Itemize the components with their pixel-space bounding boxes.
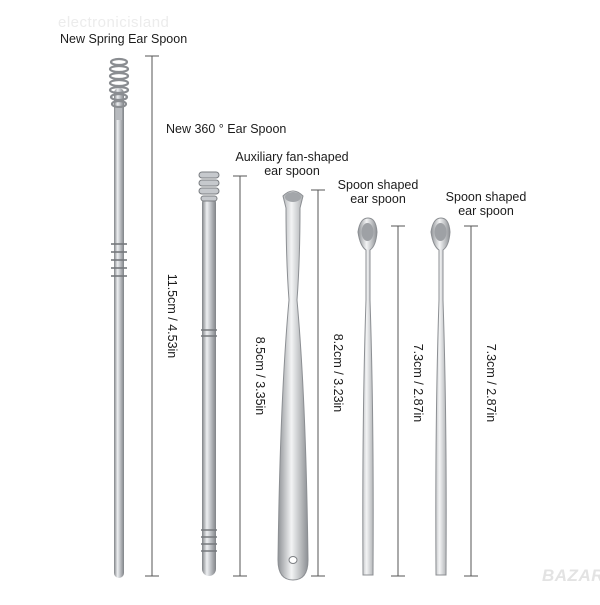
spoon-ear-spoon-tool-2 bbox=[430, 217, 451, 576]
bazar-logo: BAZAR bbox=[542, 566, 600, 585]
label-fan-shaped-line2: ear spoon bbox=[264, 164, 320, 178]
label-spring-ear-spoon: New Spring Ear Spoon bbox=[60, 32, 188, 46]
spring-coil bbox=[108, 57, 130, 109]
label-spoon2-line1: Spoon shaped bbox=[445, 190, 527, 204]
label-fan-shaped-line1: Auxiliary fan-shaped bbox=[235, 150, 349, 164]
rotate360-ear-spoon-tool bbox=[198, 171, 220, 576]
spiral-head bbox=[198, 171, 220, 202]
watermark-text: electronicisland bbox=[58, 14, 170, 31]
label-spoon1-line1: Spoon shaped bbox=[337, 178, 419, 192]
label-spoon1-line2: ear spoon bbox=[350, 192, 406, 206]
fan-shaped-ear-spoon-tool bbox=[277, 190, 309, 581]
spring-ear-spoon-tool bbox=[108, 57, 130, 578]
measure-spoon2: 7.3cm / 2.87in bbox=[484, 323, 498, 443]
label-360-ear-spoon: New 360 ° Ear Spoon bbox=[166, 122, 287, 136]
measure-spring: 11.5cm / 4.53in bbox=[165, 256, 179, 376]
measure-fan: 8.2cm / 3.23in bbox=[331, 313, 345, 433]
spoon-ear-spoon-tool-1 bbox=[357, 217, 378, 576]
measure-spoon1: 7.3cm / 2.87in bbox=[411, 323, 425, 443]
measure-360: 8.5cm / 3.35in bbox=[253, 316, 267, 436]
label-spoon2-line2: ear spoon bbox=[458, 204, 514, 218]
dimension-lines bbox=[145, 55, 478, 577]
